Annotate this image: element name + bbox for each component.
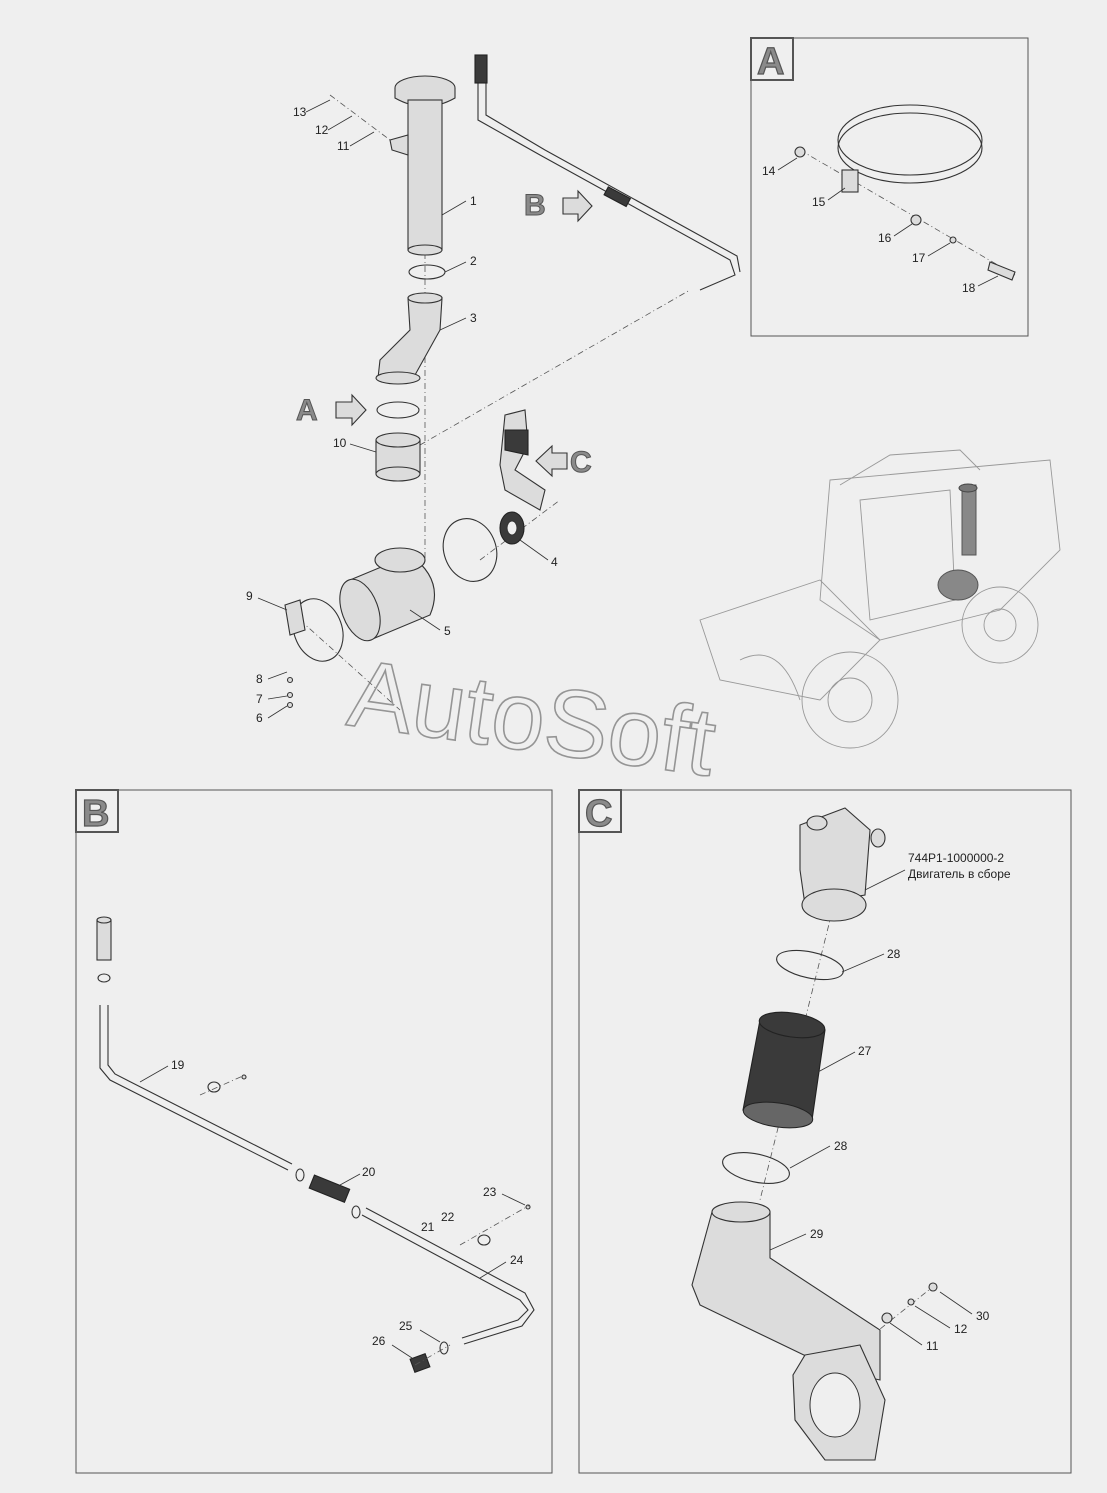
elbow-pipe-part-29 xyxy=(691,1201,886,1461)
callout-9: 9 xyxy=(246,589,253,603)
main-assembly xyxy=(284,54,741,711)
callout-7: 7 xyxy=(256,692,263,706)
tag-a: A xyxy=(296,394,367,428)
callout-19: 19 xyxy=(171,1058,185,1072)
callout-27: 27 xyxy=(858,1044,872,1058)
callout-6: 6 xyxy=(256,711,263,725)
hose-clamp-part xyxy=(837,104,983,176)
callout-21: 21 xyxy=(421,1220,435,1234)
hose-part-27 xyxy=(742,1011,826,1129)
callout-11: 11 xyxy=(337,139,350,153)
elbow-adapter-part xyxy=(377,297,443,379)
callout-16: 16 xyxy=(878,231,892,245)
intake-pipe-part xyxy=(389,75,456,256)
callout-15: 15 xyxy=(812,195,826,209)
tube-part-19 xyxy=(99,1005,289,1171)
coupling-part-26 xyxy=(409,1352,431,1374)
callout-22: 22 xyxy=(441,1210,455,1224)
watermark: AutoSoft xyxy=(342,640,722,797)
air-cleaner-part xyxy=(339,547,435,642)
callout-12: 12 xyxy=(315,123,329,137)
callout-20: 20 xyxy=(362,1165,376,1179)
clamp-28-bottom xyxy=(722,1152,790,1184)
svg-text:B: B xyxy=(524,189,546,222)
view-b-panel: B 19 20 21 22 23 24 25 26 xyxy=(75,789,553,1474)
sleeve-part xyxy=(375,432,421,482)
view-b-label: B xyxy=(82,793,109,835)
svg-text:A: A xyxy=(296,394,318,427)
callout-5: 5 xyxy=(444,624,451,638)
bent-tube-part xyxy=(477,58,736,291)
engine-outlet-part xyxy=(799,807,886,922)
clamp-28-top xyxy=(776,949,844,981)
tractor-illustration xyxy=(699,449,1061,749)
callout-29: 29 xyxy=(810,1227,824,1241)
ring-clamp-part xyxy=(376,401,420,419)
front-band-part xyxy=(292,598,344,662)
tag-b: B xyxy=(524,189,593,223)
callout-28-top: 28 xyxy=(887,947,901,961)
callout-11-c: 11 xyxy=(926,1339,939,1353)
callout-18: 18 xyxy=(962,281,976,295)
callout-26: 26 xyxy=(372,1334,386,1348)
view-c-panel: C 744P1-1000000-2 Двигатель в сборе xyxy=(578,789,1072,1474)
callout-4: 4 xyxy=(551,555,558,569)
callout-10: 10 xyxy=(333,436,347,450)
callout-25: 25 xyxy=(399,1319,413,1333)
assembly-name: Двигатель в сборе xyxy=(908,867,1011,881)
tag-c: C xyxy=(535,444,592,480)
callout-2: 2 xyxy=(470,254,477,268)
tube-part-24 xyxy=(361,1214,529,1339)
view-a-label: A xyxy=(757,41,784,83)
callout-14: 14 xyxy=(762,164,776,178)
hose-part-20 xyxy=(308,1174,351,1204)
callout-12-c: 12 xyxy=(954,1322,968,1336)
main-callouts: 1 2 3 4 5 6 7 8 9 10 11 12 13 xyxy=(246,99,558,725)
callout-3: 3 xyxy=(470,311,477,325)
callout-17: 17 xyxy=(912,251,926,265)
callout-30: 30 xyxy=(976,1309,990,1323)
assembly-code: 744P1-1000000-2 xyxy=(908,851,1004,865)
tube-end-part xyxy=(96,919,112,961)
callout-8: 8 xyxy=(256,672,263,686)
callout-24: 24 xyxy=(510,1253,524,1267)
callout-28-bottom: 28 xyxy=(834,1139,848,1153)
svg-text:C: C xyxy=(570,446,592,479)
band-part xyxy=(442,518,498,582)
clamp-part xyxy=(408,264,446,280)
callout-23: 23 xyxy=(483,1185,497,1199)
view-c-label: C xyxy=(585,793,612,835)
callout-1: 1 xyxy=(470,194,477,208)
callout-13: 13 xyxy=(293,105,307,119)
view-a-panel: A 14 15 16 17 18 xyxy=(750,37,1029,337)
